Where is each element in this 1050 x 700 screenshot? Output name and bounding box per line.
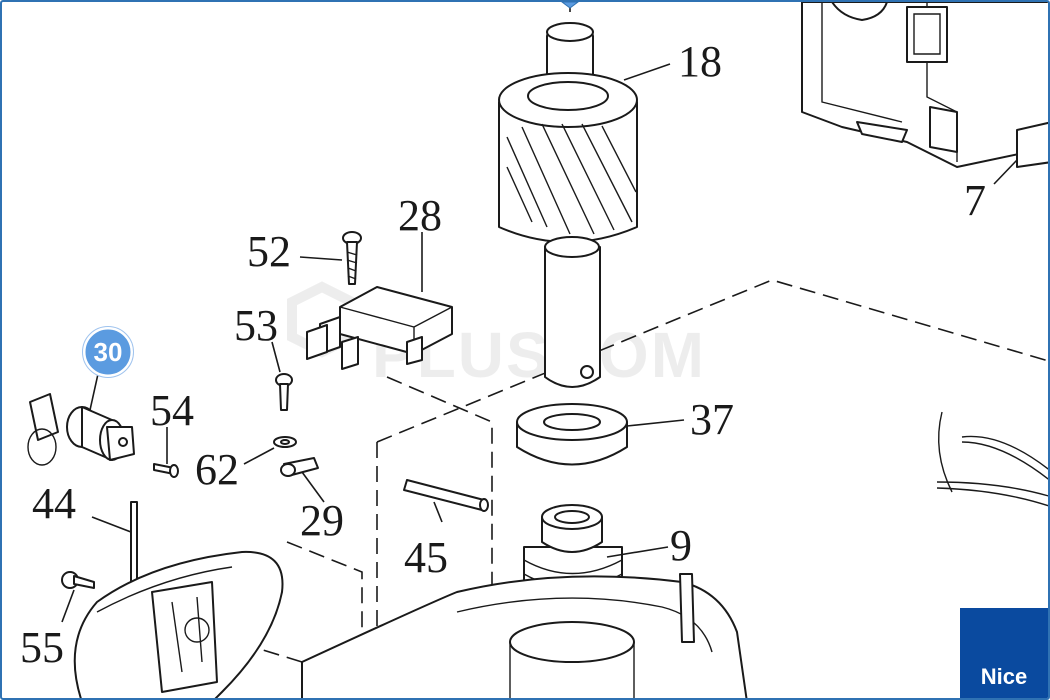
motor-wires bbox=[936, 411, 1048, 507]
part-54-screw bbox=[153, 463, 179, 478]
part-45-pin bbox=[403, 479, 489, 512]
badge-30-text: 30 bbox=[94, 337, 123, 367]
label-55: 55 bbox=[20, 623, 64, 672]
label-7: 7 bbox=[964, 176, 986, 225]
label-45: 45 bbox=[404, 533, 448, 582]
part-53-screw bbox=[275, 373, 293, 411]
brand-text: Nice bbox=[980, 664, 1028, 689]
label-18: 18 bbox=[678, 37, 722, 86]
part-52-screw bbox=[342, 231, 362, 285]
label-29: 29 bbox=[300, 496, 344, 545]
part-18-armature bbox=[498, 22, 638, 388]
highlight-badge-30[interactable]: 30 bbox=[82, 326, 134, 378]
label-44: 44 bbox=[32, 479, 76, 528]
part-29-terminal bbox=[280, 457, 319, 477]
release-cover bbox=[73, 550, 284, 698]
callout-labels: 18 7 28 52 53 54 62 29 37 44 45 9 55 bbox=[20, 37, 986, 672]
part-28-micro-switch bbox=[306, 286, 453, 370]
part-30-key-lock bbox=[27, 393, 135, 466]
label-52: 52 bbox=[247, 227, 291, 276]
label-28: 28 bbox=[398, 191, 442, 240]
label-62: 62 bbox=[195, 445, 239, 494]
top-marker bbox=[561, 2, 579, 9]
label-leaders bbox=[61, 2, 1018, 623]
brand-logo: Nice bbox=[960, 608, 1048, 698]
motor-housing bbox=[301, 573, 748, 698]
part-7-control-box bbox=[801, 2, 1048, 168]
label-53: 53 bbox=[234, 301, 278, 350]
label-37: 37 bbox=[690, 395, 734, 444]
part-62-washer bbox=[273, 436, 297, 448]
label-54: 54 bbox=[150, 386, 194, 435]
label-9: 9 bbox=[670, 521, 692, 570]
part-44-rod bbox=[130, 501, 138, 583]
part-37-bearing bbox=[516, 403, 628, 466]
part-55-screw bbox=[61, 571, 95, 589]
